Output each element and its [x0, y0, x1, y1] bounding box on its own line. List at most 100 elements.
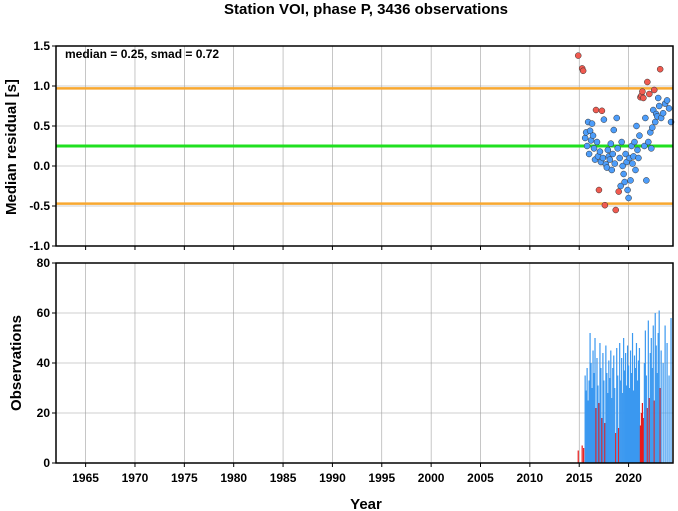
observation-bar [591, 388, 593, 463]
residual-point [604, 146, 612, 154]
chart-title: Station VOI, phase P, 3436 observations [224, 1, 508, 18]
x-tick-label: 1990 [319, 471, 346, 485]
residual-point [620, 170, 627, 178]
residual-point [599, 154, 607, 162]
y-tick-label: 0.0 [33, 159, 50, 173]
outlier-bar [604, 423, 606, 463]
outlier-point [595, 186, 603, 194]
observation-bar [608, 360, 610, 463]
residual-point [641, 142, 648, 150]
observation-bar [668, 375, 670, 463]
observation-bar [605, 345, 607, 463]
outlier-bar [595, 408, 597, 463]
observation-bar [588, 380, 590, 463]
observation-bar [599, 343, 601, 463]
observation-bar [638, 348, 641, 463]
x-tick-label: 2010 [517, 471, 544, 485]
outlier-point [644, 78, 651, 86]
outlier-bar [618, 428, 620, 463]
observation-bar [593, 373, 595, 463]
y-tick-label: -1.0 [29, 239, 50, 253]
observation-bar [660, 350, 662, 463]
observation-bar [658, 310, 660, 463]
observation-bar [657, 333, 659, 463]
residual-point [585, 150, 593, 158]
observation-bar [652, 325, 654, 463]
observation-bar [617, 375, 619, 463]
outlier-point [650, 86, 658, 94]
residual-point [629, 160, 636, 167]
residual-point [649, 124, 656, 131]
observation-bar [666, 343, 668, 463]
y-tick-label: 80 [37, 256, 51, 270]
residual-point [586, 127, 594, 135]
outlier-point [639, 88, 646, 95]
observation-bar [614, 388, 616, 463]
observation-bar [620, 380, 622, 463]
outlier-bar [642, 418, 644, 463]
residual-point [663, 97, 671, 104]
outlier-point [592, 106, 600, 114]
residual-x-ticks [85, 246, 630, 250]
observation-bar [631, 333, 634, 463]
residual-point [651, 118, 659, 126]
residual-point [621, 178, 628, 186]
observation-bar [632, 390, 635, 463]
outlier-point [656, 65, 664, 73]
outlier-point [601, 201, 609, 209]
x-tick-label: 1965 [72, 471, 99, 485]
y-tick-label: 1.0 [33, 79, 50, 93]
observation-bar [647, 320, 649, 463]
residual-point [654, 94, 662, 102]
residual-point [622, 150, 629, 158]
x-tick-label: 1980 [220, 471, 247, 485]
observation-bar [655, 345, 657, 463]
residual-point [600, 116, 608, 123]
residual-point [610, 126, 618, 134]
outlier-point [640, 94, 647, 102]
residual-plot-frame [55, 45, 674, 247]
observation-bar [590, 363, 592, 463]
residual-point [631, 138, 638, 146]
residual-point [588, 120, 596, 127]
residual-point [643, 177, 650, 184]
residual-point [593, 138, 601, 146]
observation-bar [644, 330, 646, 463]
residual-point [633, 122, 640, 130]
y-tick-label: 20 [37, 406, 51, 420]
y-tick-label: 60 [37, 306, 51, 320]
observation-bar [650, 338, 652, 463]
residual-y-axis-label: Median residual [s] [3, 79, 20, 215]
residual-point [613, 114, 620, 122]
residual-point [618, 138, 625, 146]
outlier-bar [615, 433, 617, 463]
observation-bar [651, 368, 653, 463]
observation-bar [609, 378, 611, 463]
residual-point [606, 156, 614, 163]
x-tick-label: 1995 [368, 471, 395, 485]
residual-point [607, 140, 615, 147]
observation-bar [670, 318, 672, 463]
residual-point [655, 102, 663, 110]
residual-point [627, 177, 634, 184]
outlier-bar [646, 408, 648, 463]
observation-bar [592, 350, 594, 463]
observation-bar [602, 353, 604, 463]
outlier-bar [648, 398, 650, 463]
x-axis-label: Year [350, 496, 382, 511]
residual-reference-lines [56, 87, 673, 205]
outlier-point [615, 188, 622, 195]
x-tick-label: 2000 [418, 471, 445, 485]
residual-panel: -1.0-0.50.00.51.01.5 median = 0.25, smad… [3, 39, 675, 253]
residual-point [632, 166, 639, 174]
outlier-bar [581, 445, 583, 463]
residual-point [636, 132, 643, 139]
observation-bar [629, 350, 632, 463]
outlier-bar [641, 403, 643, 463]
observation-bar [584, 375, 586, 463]
outlier-bar [640, 413, 643, 463]
residual-point [659, 109, 667, 117]
observation-bar [633, 355, 636, 463]
x-tick-label: 2005 [467, 471, 494, 485]
residual-point [624, 186, 631, 194]
